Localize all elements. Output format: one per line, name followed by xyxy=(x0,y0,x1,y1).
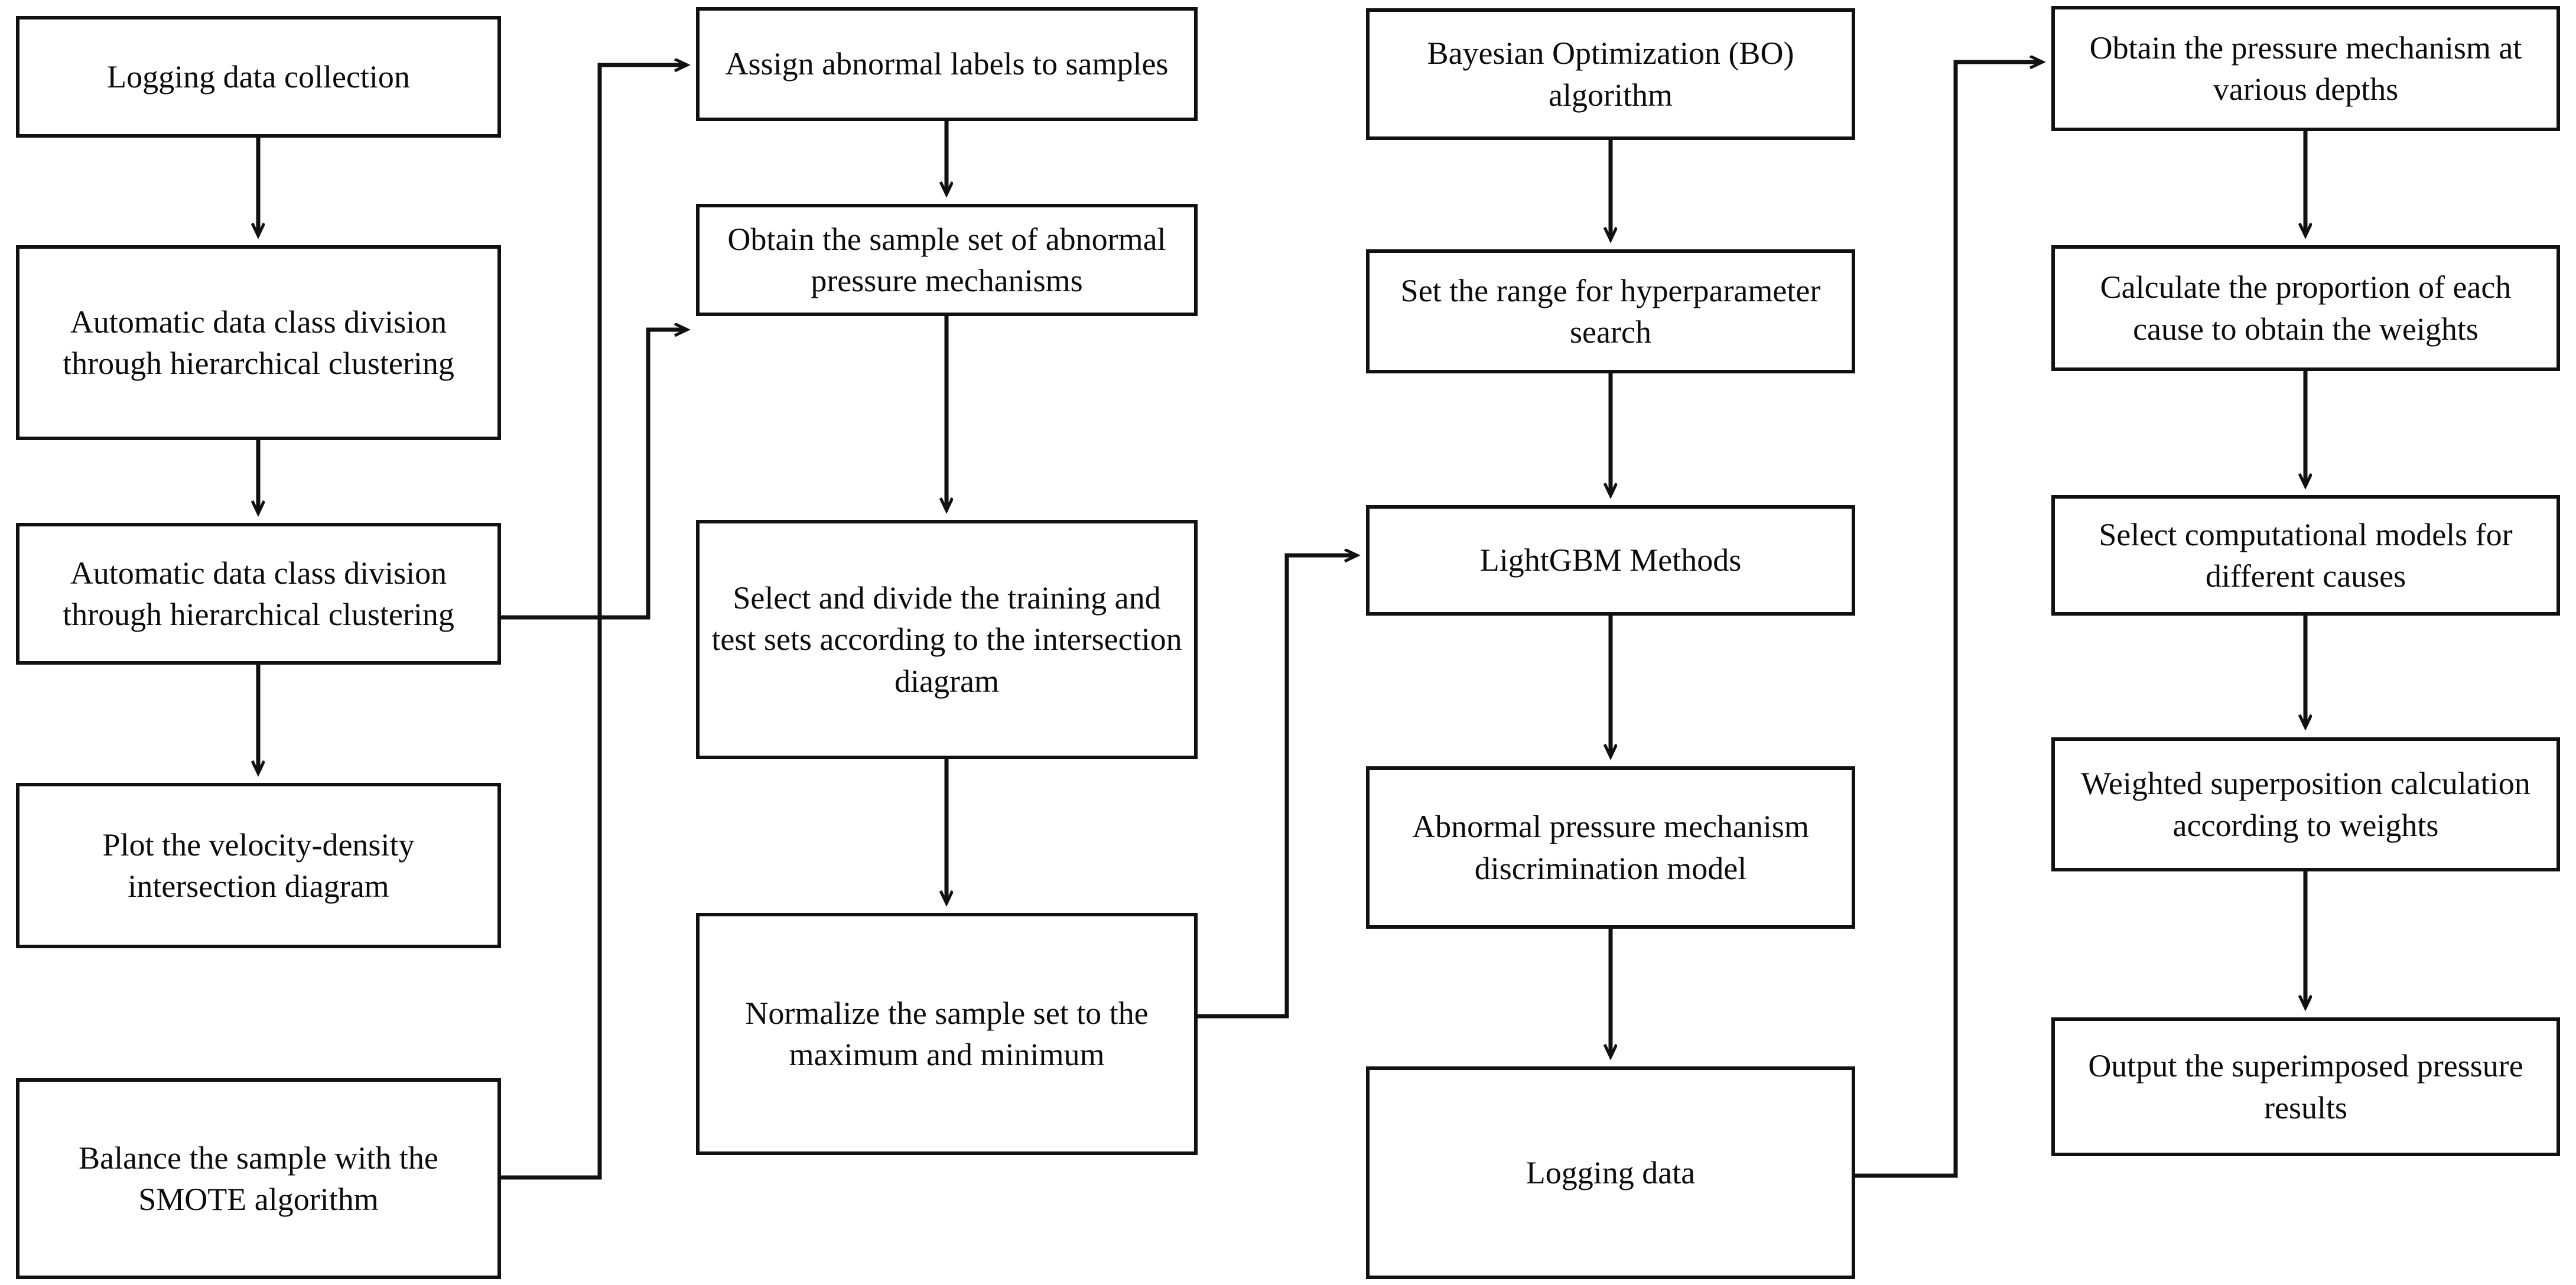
edge-n14-n15 xyxy=(1855,62,2042,1178)
node-label: Normalize the sample set to the maximum … xyxy=(745,995,1149,1072)
node-label: Set the range for hyperparameter search xyxy=(1400,272,1821,350)
node-label: Obtain the pressure mechanism at various… xyxy=(2089,30,2522,107)
node-label: Bayesian Optimization (BO) algorithm xyxy=(1427,35,1794,113)
node-normalize-sample-set[interactable]: Normalize the sample set to the maximum … xyxy=(696,913,1198,1155)
edge-n3-n7 xyxy=(501,330,687,620)
node-balance-sample-smote[interactable]: Balance the sample with the SMOTE algori… xyxy=(16,1078,501,1279)
node-logging-data-collection[interactable]: Logging data collection xyxy=(16,16,501,138)
node-abnormal-pressure-discrimination-model[interactable]: Abnormal pressure mechanism discriminati… xyxy=(1366,766,1855,929)
node-plot-velocity-density-intersection[interactable]: Plot the velocity-density intersection d… xyxy=(16,783,501,948)
node-set-hyperparameter-range[interactable]: Set the range for hyperparameter search xyxy=(1366,249,1855,373)
node-label: Select computational models for differen… xyxy=(2099,516,2513,594)
node-lightgbm-methods[interactable]: LightGBM Methods xyxy=(1366,505,1855,616)
node-label: Assign abnormal labels to samples xyxy=(725,46,1169,82)
node-bayesian-optimization[interactable]: Bayesian Optimization (BO) algorithm xyxy=(1366,8,1855,140)
node-label: Abnormal pressure mechanism discriminati… xyxy=(1412,809,1809,886)
node-label: Output the superimposed pressure results xyxy=(2088,1048,2523,1125)
node-hierarchical-clustering-2[interactable]: Automatic data class division through hi… xyxy=(16,523,501,665)
node-label: Automatic data class division through hi… xyxy=(63,304,454,381)
edge-n5-n6 xyxy=(501,65,687,1180)
node-label: Obtain the sample set of abnormal pressu… xyxy=(727,221,1166,298)
node-assign-abnormal-labels[interactable]: Assign abnormal labels to samples xyxy=(696,7,1198,121)
edge-n9-n12 xyxy=(1198,555,1357,1019)
node-label: Plot the velocity-density intersection d… xyxy=(102,827,415,904)
node-label: Select and divide the training and test … xyxy=(711,580,1182,699)
node-label: Weighted superposition calculation accor… xyxy=(2081,766,2531,843)
node-weighted-superposition-calculation[interactable]: Weighted superposition calculation accor… xyxy=(2051,737,2560,871)
node-label: LightGBM Methods xyxy=(1479,542,1742,578)
node-logging-data[interactable]: Logging data xyxy=(1366,1066,1855,1279)
node-label: Calculate the proportion of each cause t… xyxy=(2100,269,2512,347)
node-obtain-abnormal-sample-set[interactable]: Obtain the sample set of abnormal pressu… xyxy=(696,204,1198,316)
node-label: Logging data collection xyxy=(107,58,410,95)
node-select-divide-train-test[interactable]: Select and divide the training and test … xyxy=(696,520,1198,759)
node-label: Balance the sample with the SMOTE algori… xyxy=(79,1140,438,1217)
node-output-superimposed-pressure-results[interactable]: Output the superimposed pressure results xyxy=(2051,1017,2560,1156)
node-select-computational-models[interactable]: Select computational models for differen… xyxy=(2051,495,2560,616)
node-label: Automatic data class division through hi… xyxy=(63,555,454,632)
node-calculate-cause-proportion-weights[interactable]: Calculate the proportion of each cause t… xyxy=(2051,245,2560,371)
node-hierarchical-clustering-1[interactable]: Automatic data class division through hi… xyxy=(16,245,501,440)
node-obtain-pressure-mechanism-depths[interactable]: Obtain the pressure mechanism at various… xyxy=(2051,6,2560,131)
node-label: Logging data xyxy=(1526,1154,1696,1190)
